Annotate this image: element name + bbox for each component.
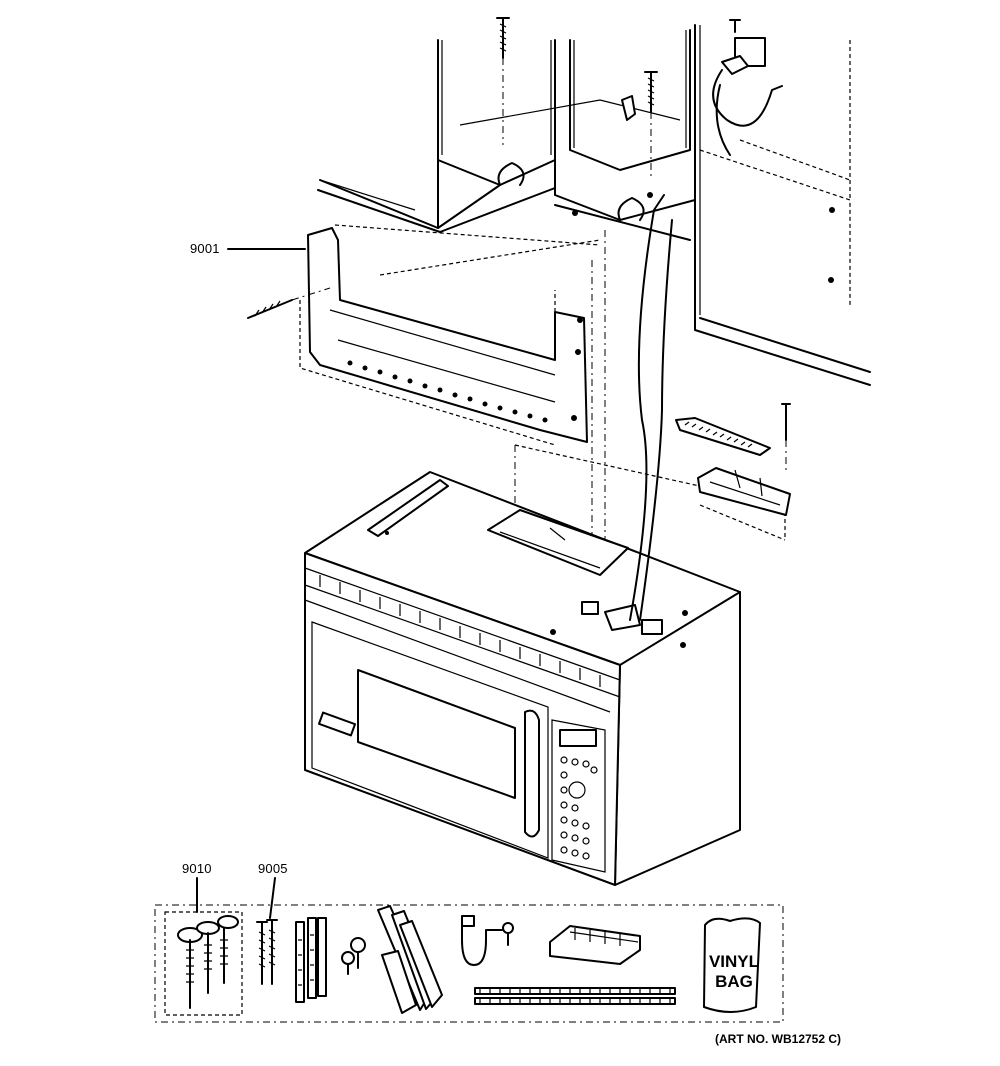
exhaust-adapter xyxy=(675,403,791,516)
plate-hole-row xyxy=(347,360,548,423)
wall-anchors xyxy=(295,917,327,1003)
cord-clamp xyxy=(461,915,514,966)
callout-9001: 9001 xyxy=(190,241,220,256)
callout-9010: 9010 xyxy=(182,861,212,876)
wall-cabinets xyxy=(317,24,871,386)
callout-leader-9005 xyxy=(269,877,276,919)
alignment-lines xyxy=(514,230,606,640)
spacer-brackets xyxy=(377,905,443,1014)
power-cord-2 xyxy=(639,219,673,621)
vinyl-bag-label: VINYL BAG xyxy=(706,952,762,992)
art-number: (ART NO. WB12752 C) xyxy=(715,1032,842,1046)
microwave-oven xyxy=(304,471,741,886)
filter-adapter xyxy=(549,925,641,965)
small-screws xyxy=(341,937,366,975)
toggle-bolts xyxy=(177,915,239,1009)
hardware-kit-box xyxy=(154,904,784,1023)
vent-alignment xyxy=(514,444,786,541)
power-cord xyxy=(629,194,665,621)
foam-tape-strips xyxy=(474,987,676,1005)
wood-screws xyxy=(256,919,278,985)
top-wood-screws xyxy=(496,17,658,180)
mounting-plate-9001 xyxy=(247,224,601,446)
callout-9005: 9005 xyxy=(258,861,288,876)
wall-outlet-power-cord xyxy=(712,19,783,156)
vinyl-bag-line1: VINYL xyxy=(708,952,760,971)
keypad-buttons xyxy=(560,756,598,860)
kit-9010-box xyxy=(164,911,243,1016)
vinyl-bag-line2: BAG xyxy=(715,972,753,991)
vinyl-bag xyxy=(703,917,761,1013)
